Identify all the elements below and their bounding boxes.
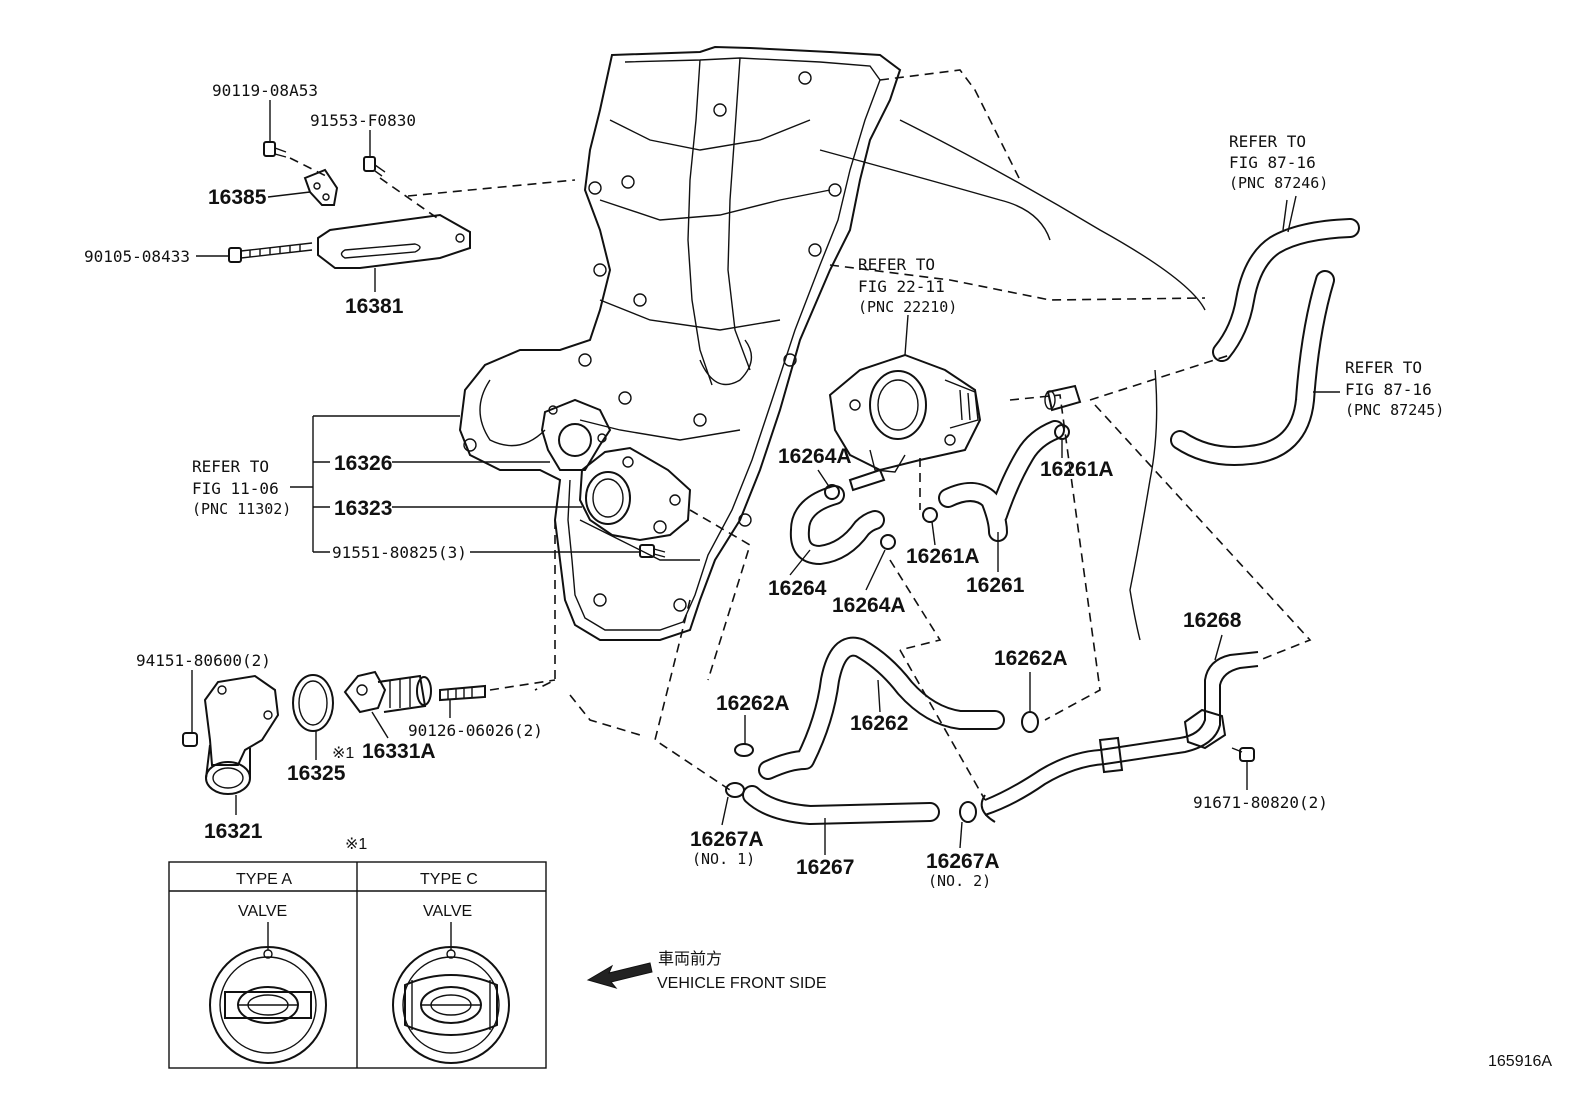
- label-16323: 16323: [334, 497, 392, 520]
- water-inlet-cover-16321-icon: [203, 674, 280, 795]
- refer-engine-line2: FIG 11-06: [192, 479, 279, 498]
- clamp-16261a-left-icon: [922, 507, 938, 523]
- refer-throttle-line1: REFER TO: [858, 255, 935, 274]
- thermostat-type-c-icon: [392, 922, 510, 1064]
- valve-a-label: VALVE: [238, 903, 287, 920]
- clamp-16267a-no1-icon: [725, 782, 745, 798]
- refer-radiator-top-line3: (PNC 87246): [1229, 174, 1328, 192]
- leader-lines: [191, 100, 1340, 855]
- label-16267a-no1: 16267A: [690, 828, 764, 851]
- bolt-90105-icon: [228, 242, 313, 263]
- label-16262a-left: 16262A: [716, 692, 790, 715]
- refer-engine-line1: REFER TO: [192, 457, 269, 476]
- hose-16264-icon: [789, 485, 885, 565]
- radiator-hose-lower-icon: [1170, 270, 1335, 466]
- clamp-16267a-no2-icon: [959, 801, 977, 823]
- label-16331a: 16331A: [362, 740, 436, 763]
- label-16268: 16268: [1183, 609, 1242, 632]
- pipe-16268-icon: [980, 651, 1259, 823]
- timing-cover-outline: [458, 45, 1206, 641]
- label-16264a-bottom: 16264A: [832, 594, 906, 617]
- refer-radiator-right-line2: FIG 87-16: [1345, 380, 1432, 399]
- label-16262a-right: 16262A: [994, 647, 1068, 670]
- refer-throttle-line2: FIG 22-11: [858, 277, 945, 296]
- label-16262: 16262: [850, 712, 908, 735]
- type-c-header: TYPE C: [420, 871, 478, 888]
- label-16385: 16385: [208, 186, 267, 209]
- thermostat-type-table: ※1 TYPE A TYPE C VALVE VALVE: [168, 836, 547, 1069]
- label-16267a-no2-sub: (NO. 2): [928, 872, 991, 890]
- refer-radiator-right-line1: REFER TO: [1345, 358, 1422, 377]
- refer-radiator-right-line3: (PNC 87245): [1345, 401, 1444, 419]
- label-90119-08a53: 90119-08A53: [212, 81, 318, 100]
- label-91671-80820: 91671-80820(2): [1193, 793, 1328, 812]
- bolt-90119-icon: [263, 141, 287, 158]
- clamp-16262a-left-icon: [734, 743, 754, 757]
- clamp-16262a-right-icon: [1021, 711, 1039, 733]
- clamp-16264a-top-icon: [824, 484, 840, 500]
- water-inlet-group: [534, 398, 751, 691]
- label-16267: 16267: [796, 856, 854, 879]
- label-16264: 16264: [768, 577, 827, 600]
- stud-91553-icon: [363, 156, 386, 177]
- label-16261a-right: 16261A: [1040, 458, 1114, 481]
- stud-90126-icon: [439, 684, 486, 702]
- label-90126-06026: 90126-06026(2): [408, 721, 543, 740]
- front-arrow-icon: [586, 962, 653, 989]
- thermostat-group: [182, 670, 556, 795]
- label-16261a-left: 16261A: [906, 545, 980, 568]
- thermostat-mark: ※1: [332, 745, 354, 762]
- clamp-16261a-right-icon: [1054, 424, 1070, 440]
- label-91553-f0830: 91553-F0830: [310, 111, 416, 130]
- refer-engine-line3: (PNC 11302): [192, 500, 291, 518]
- label-16381: 16381: [345, 295, 404, 318]
- bracket-group: [228, 141, 576, 269]
- bolt-91551-icon: [639, 544, 666, 558]
- refer-radiator-top-line1: REFER TO: [1229, 132, 1306, 151]
- bolt-94151-icon: [182, 732, 198, 747]
- thermostat-16331a-icon: [343, 670, 432, 714]
- hose-16267-icon: [742, 785, 940, 825]
- front-label-english: VEHICLE FRONT SIDE: [657, 975, 827, 992]
- throttle-body-icon: [828, 353, 982, 492]
- type-a-header: TYPE A: [236, 871, 292, 888]
- front-label-japanese: 車両前方: [658, 950, 722, 968]
- vehicle-front-indicator: 車両前方 VEHICLE FRONT SIDE: [586, 950, 827, 992]
- bracket-16385-icon: [303, 168, 339, 206]
- label-16264a-top: 16264A: [778, 445, 852, 468]
- hose-stub-icon: [1044, 384, 1082, 412]
- hose-16262-icon: [758, 636, 1005, 780]
- label-16326: 16326: [334, 452, 392, 475]
- figure-id: 165916A: [1488, 1053, 1552, 1070]
- label-16261: 16261: [966, 574, 1025, 597]
- label-94151-80600: 94151-80600(2): [136, 651, 271, 670]
- label-91551-80825: 91551-80825(3): [332, 543, 467, 562]
- type-table-mark: ※1: [345, 836, 367, 853]
- clamps: [725, 424, 1070, 823]
- label-16267a-no1-sub: (NO. 1): [692, 850, 755, 868]
- thermostat-type-a-icon: [209, 922, 327, 1064]
- label-16325: 16325: [287, 762, 346, 785]
- refer-throttle-line3: (PNC 22210): [858, 298, 957, 316]
- gasket-ring-16325-icon: [292, 674, 334, 732]
- label-90105-08433: 90105-08433: [84, 247, 190, 266]
- refer-radiator-top-line2: FIG 87-16: [1229, 153, 1316, 172]
- label-16267a-no2: 16267A: [926, 850, 1000, 873]
- part-labels: 90119-08A53 91553-F0830 16385 90105-0843…: [84, 81, 1444, 890]
- bolt-91671-icon: [1231, 747, 1255, 762]
- hose-16261-icon: [938, 420, 1065, 542]
- label-16321: 16321: [204, 820, 263, 843]
- radiator-hose-upper-icon: [1212, 218, 1360, 362]
- gasket-16326-icon: [540, 398, 612, 471]
- dashed-connections: [569, 354, 1312, 801]
- valve-c-label: VALVE: [423, 903, 472, 920]
- clamp-16264a-bottom-icon: [880, 534, 896, 550]
- water-inlet-16323-icon: [578, 446, 692, 542]
- bracket-16381-icon: [317, 213, 471, 269]
